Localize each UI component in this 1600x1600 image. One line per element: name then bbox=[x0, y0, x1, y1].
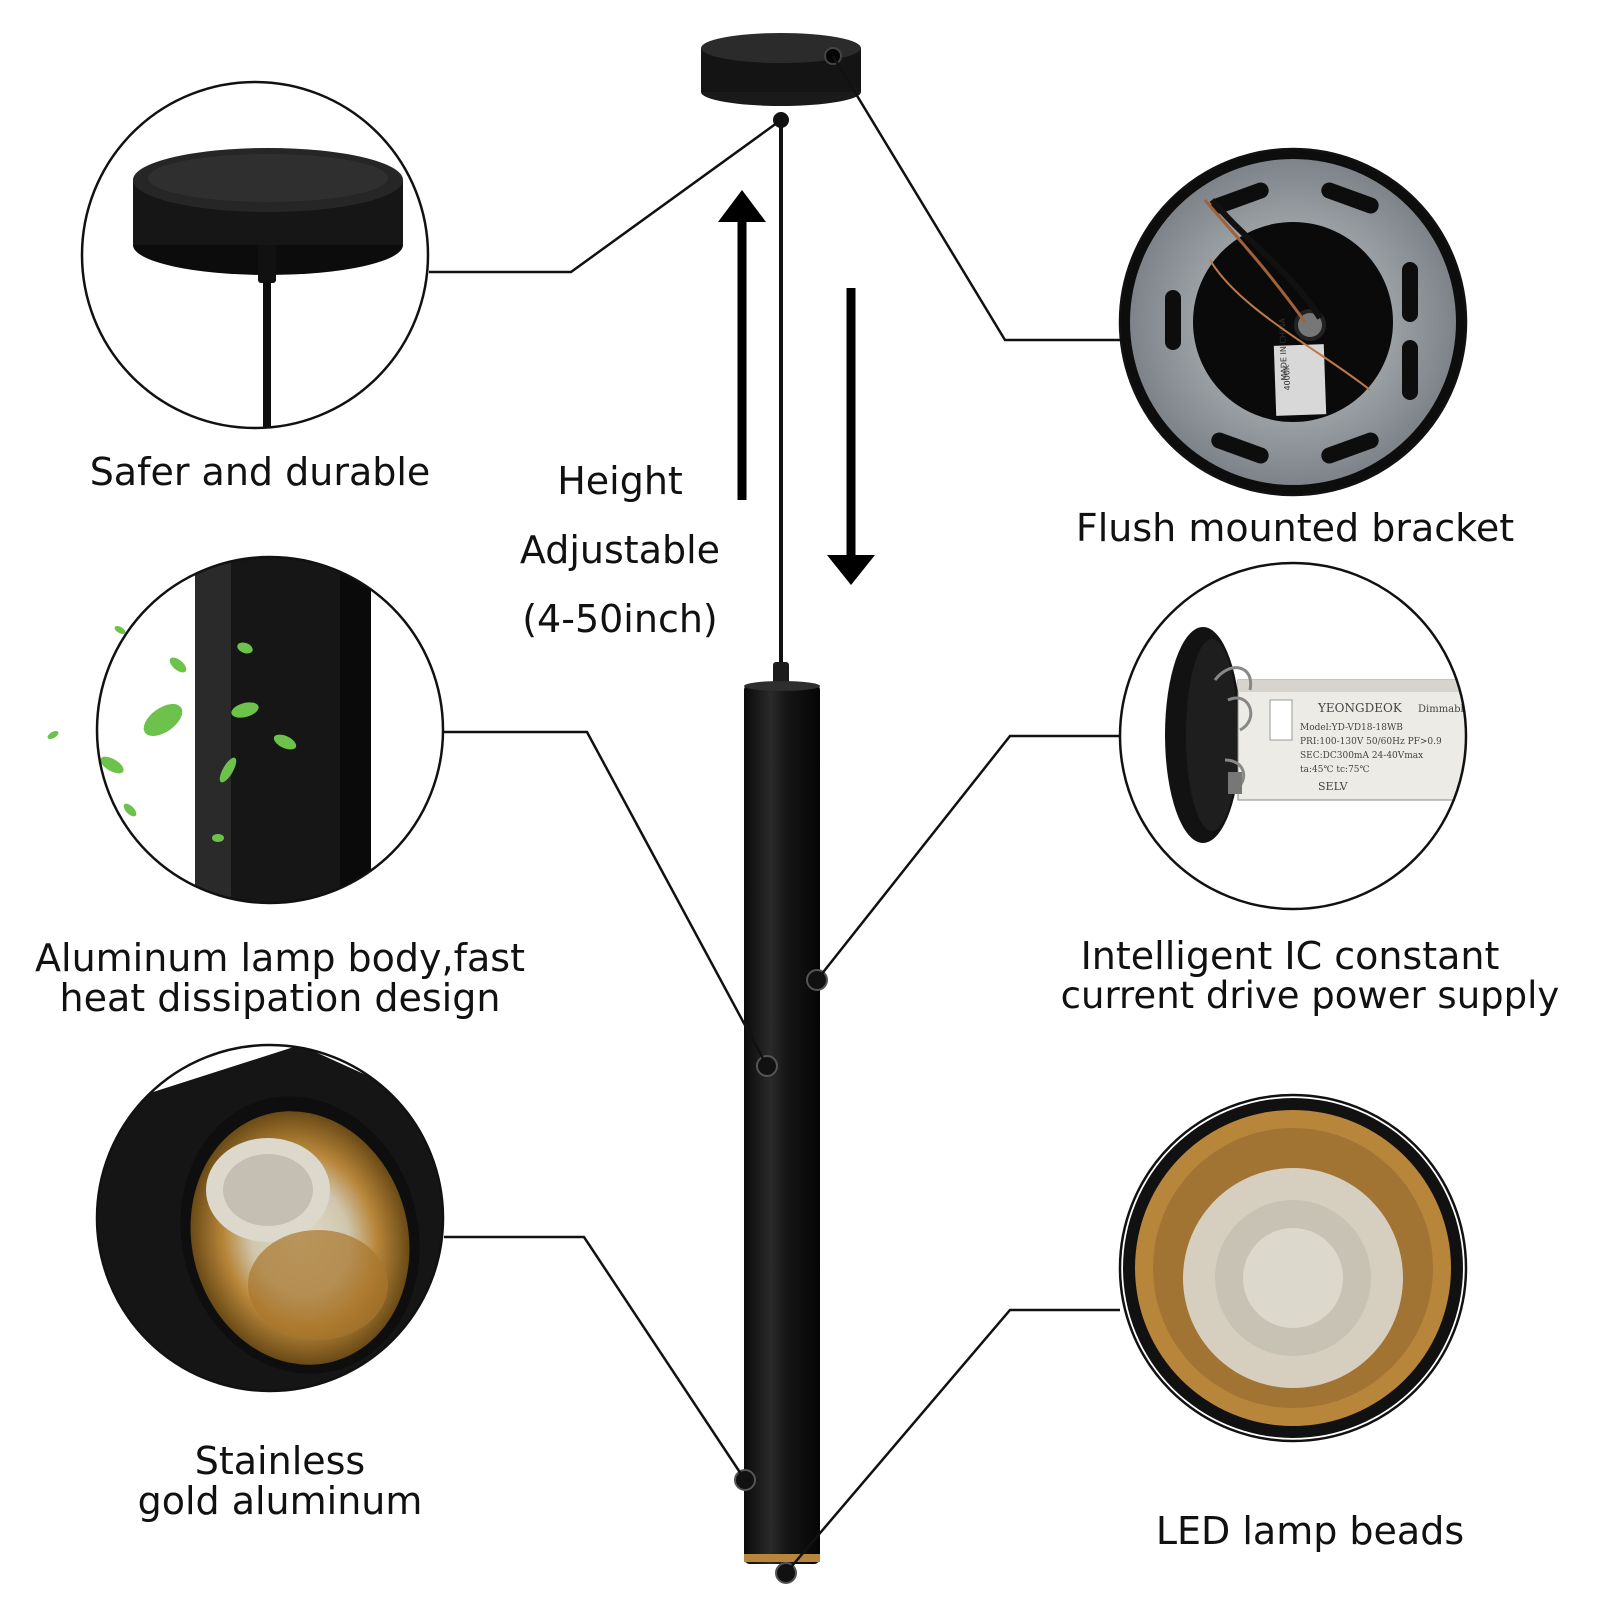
driver-product-text: Dimmable LED bbox=[1418, 704, 1495, 715]
callout-lines bbox=[429, 55, 1120, 1574]
led-closeup bbox=[1118, 1093, 1468, 1443]
gold-reflector-closeup bbox=[95, 1043, 445, 1393]
driver-brand-text: YEONGDEOK bbox=[1317, 701, 1403, 715]
driver-selv-text: SELV bbox=[1318, 780, 1349, 793]
lamp-body-closeup bbox=[47, 555, 445, 905]
lamp-body-label-line1: Aluminum lamp body,fast bbox=[35, 936, 525, 980]
canopy-label: Safer and durable bbox=[89, 450, 431, 494]
lamp-body-label-line2: heat dissipation design bbox=[59, 976, 501, 1020]
led-label: LED lamp beads bbox=[1155, 1509, 1465, 1553]
driver-label-line2: current drive power supply bbox=[1060, 974, 1560, 1017]
driver-model-text: Model:YD-VD18-18WB bbox=[1300, 723, 1403, 733]
gold-label-line1: Stainless bbox=[194, 1439, 366, 1483]
height-line2: Adjustable bbox=[519, 528, 721, 572]
driver-sec-text: SEC:DC300mA 24-40Vmax bbox=[1300, 751, 1423, 761]
bracket-label: Flush mounted bracket bbox=[1075, 506, 1515, 550]
driver-pri-text: PRI:100-130V 50/60Hz PF>0.9 bbox=[1300, 737, 1442, 747]
driver-closeup: YEONGDEOK Dimmable LED Model:YD-VD18-18W… bbox=[1118, 561, 1495, 911]
leaf-icons bbox=[47, 626, 297, 842]
driver-temp-text: ta:45℃ tc:75℃ bbox=[1300, 765, 1370, 775]
gold-label-line2: gold aluminum bbox=[137, 1479, 423, 1523]
canopy-closeup bbox=[80, 80, 430, 430]
height-line3: (4-50inch) bbox=[522, 597, 718, 641]
height-line1: Height bbox=[557, 459, 683, 503]
pendant-fixture bbox=[701, 33, 861, 1584]
bracket-cct-text: 4000K bbox=[1282, 364, 1292, 391]
height-arrows bbox=[718, 190, 875, 585]
bracket-closeup: MADE IN CHINA 4000K bbox=[1118, 147, 1468, 497]
driver-label-line1: Intelligent IC constant bbox=[1080, 934, 1500, 978]
bracket-made-text: MADE IN CHINA bbox=[1278, 318, 1289, 381]
